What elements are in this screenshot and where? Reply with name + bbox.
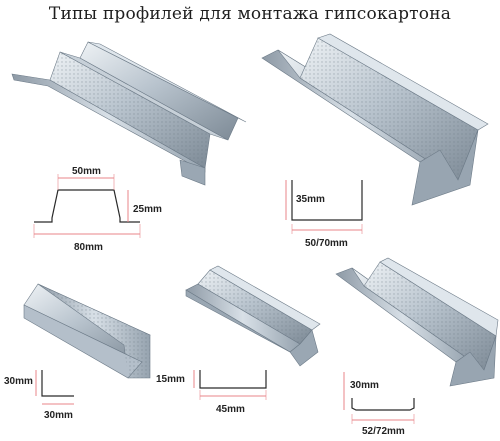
dim-height: 30mm (350, 380, 379, 391)
corner-profile-image (23, 283, 151, 379)
rack-profile-section: 30mm 52/72mm (343, 372, 415, 437)
ceiling-profile-section: 50mm 25mm 80mm (33, 166, 162, 253)
dim-top-width: 50mm (72, 166, 101, 177)
corner-profile-section: 30mm 30mm (4, 370, 74, 421)
dim-height: 25mm (133, 204, 162, 215)
dim-width: 52/72mm (362, 426, 405, 437)
guide-profile-15-image (185, 265, 321, 367)
ceiling-profile-image (11, 41, 247, 186)
guide-profile-50-section: 35mm 50/70mm (285, 180, 363, 249)
guide-profile-50-image (261, 33, 489, 206)
page-title: Типы профилей для монтажа гипсокартона (48, 4, 452, 24)
dim-height: 30mm (4, 376, 33, 387)
guide-profile-15-section: 15mm 45mm (156, 370, 267, 415)
dim-width: 50/70mm (305, 238, 348, 249)
dim-bottom-width: 80mm (74, 242, 103, 253)
dim-width: 45mm (216, 404, 245, 415)
dim-height: 15mm (156, 374, 185, 385)
rack-profile-image (335, 257, 499, 387)
dim-height: 35mm (296, 194, 325, 205)
dim-width: 30mm (44, 410, 73, 421)
